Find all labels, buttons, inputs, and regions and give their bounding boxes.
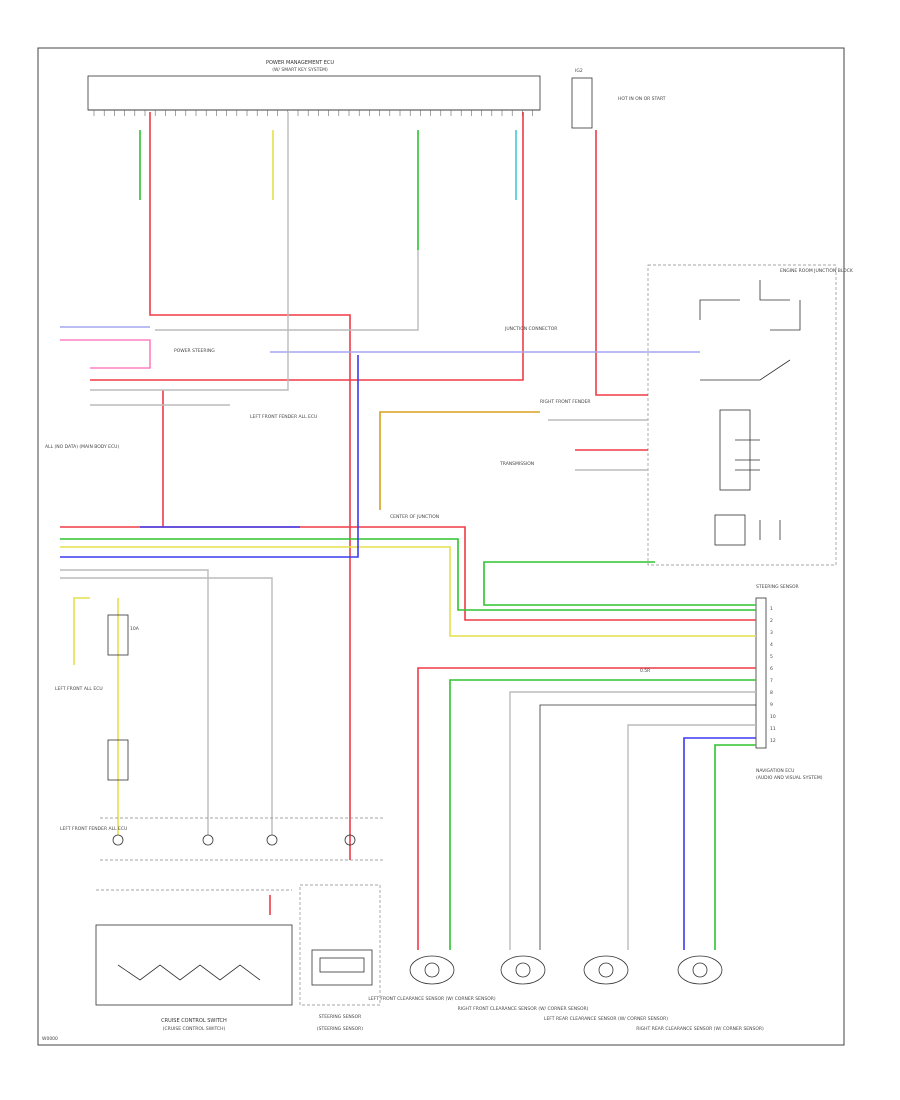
wire-gray-1	[90, 112, 289, 391]
wire-black	[539, 704, 756, 950]
wire-blue-sensor	[683, 737, 756, 950]
relay-box-frame	[647, 264, 837, 566]
transmission-label: TRANSMISSION	[499, 461, 534, 467]
wire-red-right	[90, 112, 524, 381]
left-ground-label: LEFT FRONT FENDER ALL ECU	[250, 414, 317, 420]
steering-connector-pin: 6	[770, 666, 773, 672]
fuse-label: 10A	[130, 626, 140, 632]
fuse-box-1	[107, 614, 129, 656]
left-ig-wire-label: LEFT FRONT FENDER ALL ECU	[60, 826, 127, 832]
hot-in-sub-label: HOT IN ON OR START	[618, 96, 666, 102]
steering-connector-pin: 12	[770, 738, 776, 744]
all-data-label: ALL (NO DATA) (MAIN BODY ECU)	[45, 444, 119, 450]
fender-ground-label: RIGHT FRONT FENDER	[540, 399, 591, 405]
wire-red-relay	[595, 130, 648, 396]
steering-connector-pin: 9	[770, 702, 773, 708]
clearance-sensor-rr: RIGHT REAR CLEARANCE SENSOR (W/ CORNER S…	[636, 955, 764, 1032]
wire-green-relay	[483, 561, 756, 606]
engine-room-junction-label: ENGINE ROOM JUNCTION BLOCK	[780, 268, 854, 274]
wire-green-sensor	[449, 679, 756, 950]
wire-orange	[379, 411, 540, 510]
wire-green-h	[60, 538, 756, 611]
steering-connector-pin: 10	[770, 714, 776, 720]
top-connector: POWER MANAGEMENT ECU (W/ SMART KEY SYSTE…	[87, 60, 541, 116]
top-connector-subtitle: (W/ SMART KEY SYSTEM)	[272, 67, 328, 73]
steering-connector-pin: 3	[770, 630, 773, 636]
wire-gray-5	[627, 724, 756, 950]
steering-unit-label: STEERING SENSOR	[319, 1014, 362, 1020]
wire-gray-4	[509, 691, 756, 950]
sensor-lf-label: LEFT FRONT CLEARANCE SENSOR (W/ CORNER S…	[368, 996, 496, 1002]
sensor-lr-label: LEFT REAR CLEARANCE SENSOR (W/ CORNER SE…	[544, 1016, 668, 1022]
steering-connector-pin: 1	[770, 606, 773, 612]
lower-left-ground-label: LEFT FRONT ALL ECU	[55, 686, 103, 692]
top-connector-title: POWER MANAGEMENT ECU	[266, 60, 334, 66]
steering-unit-sub-label: (STEERING SENSOR)	[317, 1026, 363, 1032]
steering-connector-pin: 8	[770, 690, 773, 696]
wire-yellow-left	[73, 597, 90, 665]
sensor-rr-label: RIGHT REAR CLEARANCE SENSOR (W/ CORNER S…	[636, 1026, 764, 1032]
fuse-box-2	[107, 739, 129, 781]
steering-connector-pin: 5	[770, 654, 773, 660]
wire-red-h1	[60, 526, 756, 621]
hot-in-label: IG2	[575, 68, 583, 74]
wire-gray-8	[155, 250, 419, 331]
wire-code-label: 0.5R	[640, 668, 650, 674]
wire-yellow-h	[60, 546, 756, 637]
steering-connector-pin: 4	[770, 642, 773, 648]
wire-red-sensor-lf	[417, 667, 756, 950]
wire-blue-h1	[60, 355, 359, 558]
wire-gray-2	[60, 569, 209, 835]
junction-connector-label: JUNCTION CONNECTOR	[504, 326, 557, 332]
steering-sensor-unit: STEERING SENSOR (STEERING SENSOR)	[299, 884, 381, 1032]
steering-sensor-label: STEERING SENSOR	[756, 584, 799, 590]
cruise-switch-label: CRUISE CONTROL SWITCH	[161, 1018, 227, 1024]
wire-pink	[60, 339, 151, 369]
top-connector-body	[87, 75, 541, 111]
sensor-rf-label: RIGHT FRONT CLEARANCE SENSOR (W/ CORNER …	[458, 1006, 589, 1012]
power-steering-label: POWER STEERING	[174, 348, 215, 354]
cruise-switch-sub-label: (CRUISE CONTROL SWITCH)	[163, 1026, 226, 1032]
clearance-sensor-lr: LEFT REAR CLEARANCE SENSOR (W/ CORNER SE…	[544, 955, 668, 1022]
clearance-sensor-lf: LEFT FRONT CLEARANCE SENSOR (W/ CORNER S…	[368, 955, 496, 1002]
steering-connector-pin: 7	[770, 678, 773, 684]
wire-gray-3	[60, 577, 273, 835]
wire-green-sensor-rr	[714, 744, 756, 950]
steering-connector-pin: 2	[770, 618, 773, 624]
cruise-control-switch: CRUISE CONTROL SWITCH (CRUISE CONTROL SW…	[95, 889, 293, 1032]
steering-connector-pin: 11	[770, 726, 776, 732]
nav-ecu-label: NAVIGATION ECU	[756, 768, 794, 774]
nav-ecu-sub-label: (AUDIO AND VISUAL SYSTEM)	[756, 775, 823, 781]
wire-red-main	[149, 112, 351, 860]
clearance-sensor-rf: RIGHT FRONT CLEARANCE SENSOR (W/ CORNER …	[458, 955, 589, 1012]
top-connector-pins	[93, 110, 533, 116]
ground-points	[100, 817, 385, 861]
page-code: W0000	[42, 1036, 58, 1042]
inline-connector-label: CENTER OF JUNCTION	[390, 514, 439, 520]
diagram-frame	[37, 47, 845, 1046]
relay-box: ENGINE ROOM JUNCTION BLOCK	[647, 264, 854, 566]
